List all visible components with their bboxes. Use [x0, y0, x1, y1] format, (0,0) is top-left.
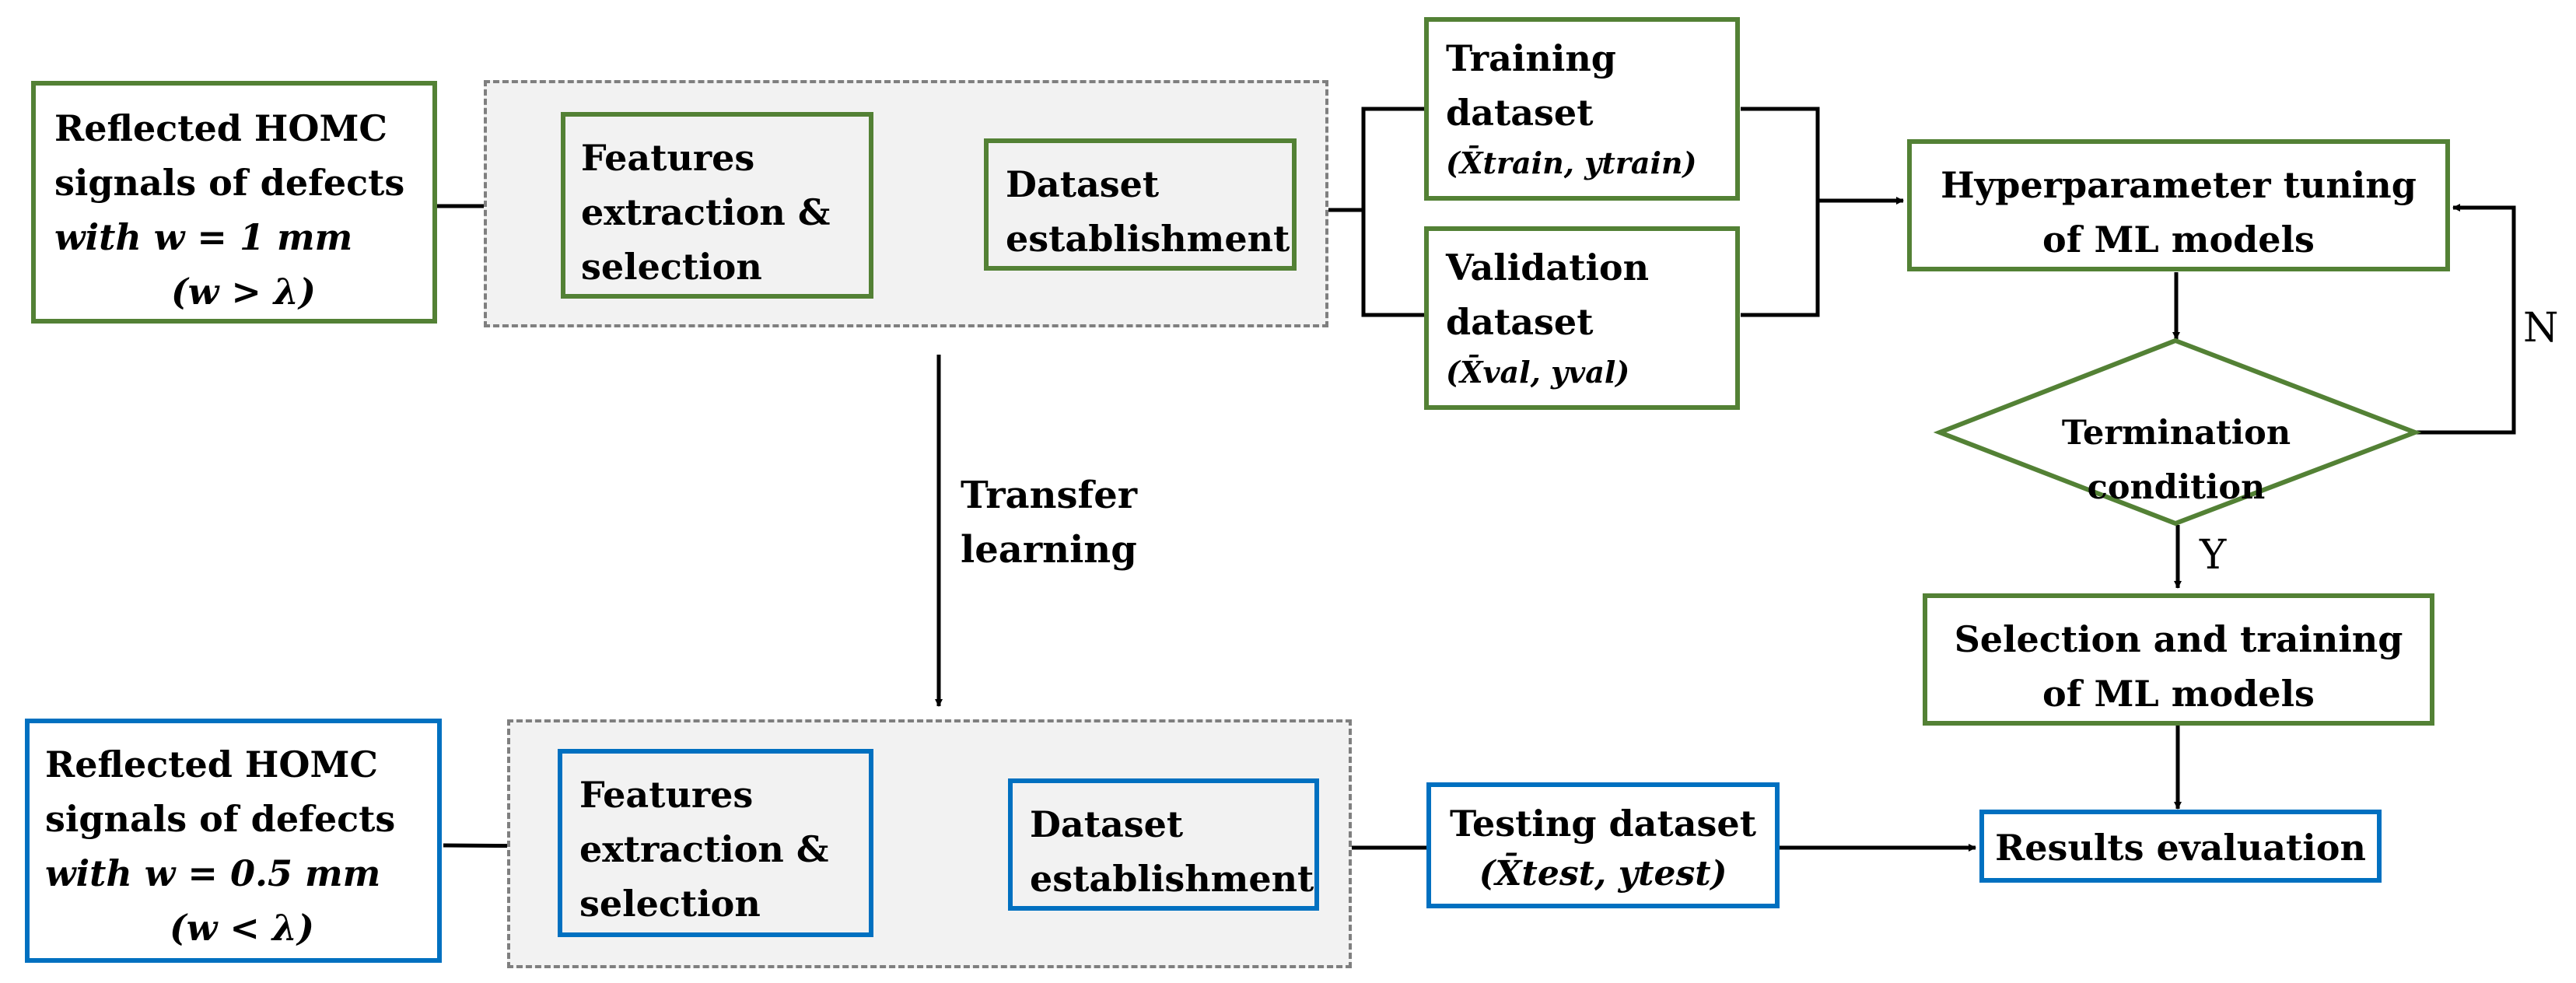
results-line: Results evaluation: [1995, 827, 2366, 869]
selection-line-1: Selection and training: [1954, 618, 2403, 660]
top-features-line-1: Features: [581, 137, 755, 179]
bottom-input-line-3: with w = 0.5 mm: [45, 852, 381, 894]
training-line-3: (X̄train, ytrain): [1446, 145, 1697, 180]
bottom-features-line-1: Features: [579, 774, 754, 816]
top-dataset-line-2: establishment: [1006, 218, 1290, 260]
top-input-line-3: with w = 1 mm: [54, 216, 353, 258]
bracket-merge: [1741, 107, 1820, 317]
validation-dataset-box: Validation dataset (X̄val, yval): [1424, 226, 1740, 410]
validation-line-3: (X̄val, yval): [1446, 355, 1630, 390]
termination-condition-label: Termination condition: [2061, 414, 2291, 507]
bottom-dataset-line-1: Dataset: [1030, 803, 1184, 845]
training-line-1: Training: [1446, 37, 1616, 79]
top-input-box: Reflected HOMC signals of defects with w…: [31, 81, 437, 324]
tuning-line-1: Hyperparameter tuning: [1941, 164, 2417, 206]
bottom-dataset-line-2: establishment: [1030, 858, 1314, 900]
top-dataset-line-1: Dataset: [1006, 163, 1160, 205]
bottom-input-line-2: signals of defects: [45, 798, 396, 840]
transfer-line-2: learning: [961, 528, 1137, 572]
top-dataset-box: Dataset establishment: [984, 138, 1297, 271]
top-input-line-1: Reflected HOMC: [54, 107, 387, 149]
tuning-line-2: of ML models: [2042, 219, 2315, 261]
validation-line-2: dataset: [1446, 301, 1594, 343]
top-features-line-3: selection: [581, 246, 762, 288]
yes-label: Y: [2200, 532, 2227, 579]
bottom-input-line-1: Reflected HOMC: [45, 743, 378, 785]
termination-diamond: [1933, 338, 2422, 526]
bottom-dataset-box: Dataset establishment: [1008, 778, 1319, 911]
bracket-split: [1361, 107, 1424, 317]
bottom-features-box: Features extraction & selection: [558, 749, 873, 937]
bottom-features-line-2: extraction &: [579, 828, 829, 870]
hyperparameter-tuning-box: Hyperparameter tuning of ML models: [1907, 139, 2450, 271]
bottom-features-line-3: selection: [579, 883, 761, 925]
transfer-learning-label: Transfer learning: [961, 468, 1137, 577]
top-features-box: Features extraction & selection: [561, 112, 873, 299]
selection-training-box: Selection and training of ML models: [1923, 593, 2434, 726]
testing-line-1: Testing dataset: [1450, 803, 1756, 845]
results-evaluation-box: Results evaluation: [1979, 810, 2382, 883]
testing-line-2: (X̄test, ytest): [1479, 854, 1727, 894]
top-features-line-2: extraction &: [581, 191, 831, 233]
selection-line-2: of ML models: [2042, 673, 2315, 715]
arrow-no-loop: [2415, 204, 2516, 435]
bottom-input-box: Reflected HOMC signals of defects with w…: [25, 719, 442, 963]
bottom-input-line-4: (w < λ): [170, 907, 314, 949]
top-input-line-2: signals of defects: [54, 162, 405, 204]
transfer-line-1: Transfer: [961, 474, 1138, 517]
training-dataset-box: Training dataset (X̄train, ytrain): [1424, 17, 1740, 201]
testing-dataset-box: Testing dataset (X̄test, ytest): [1426, 782, 1780, 908]
validation-line-1: Validation: [1446, 247, 1650, 289]
no-label: N: [2523, 305, 2559, 352]
top-input-line-4: (w > λ): [171, 271, 316, 313]
training-line-2: dataset: [1446, 92, 1594, 134]
